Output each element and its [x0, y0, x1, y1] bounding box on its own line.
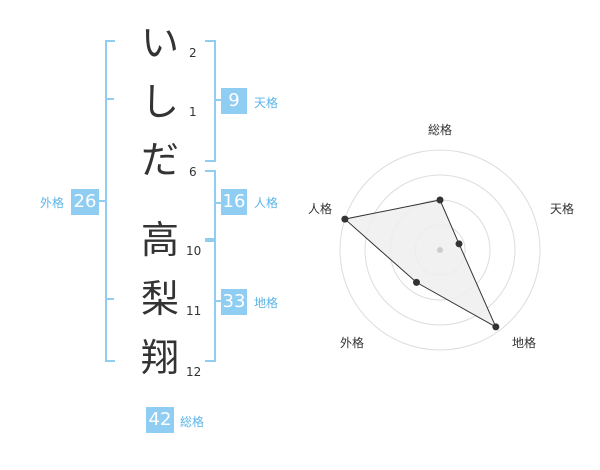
- chikaku-bracket-tick: [214, 300, 222, 302]
- radar-center-dot: [437, 247, 443, 253]
- stroke-count-3: 6: [189, 165, 197, 179]
- radar-dots: [341, 196, 500, 331]
- gaikaku-badge: 26: [71, 189, 99, 215]
- tenkaku-bracket: [205, 40, 216, 162]
- name-char-3: だ: [140, 138, 179, 182]
- radar-point-chikaku: [492, 323, 500, 331]
- stroke-count-2: 1: [189, 105, 197, 119]
- radar-point-gaikaku: [412, 278, 420, 286]
- stroke-count-6: 12: [186, 365, 202, 379]
- tenkaku-label: 天格: [254, 96, 279, 110]
- radar-axis-label-jinkaku: 人格: [308, 201, 332, 216]
- surname-mid-tick: [106, 298, 114, 300]
- surname-end-tick: [106, 98, 114, 100]
- radar-axis-label-tenkaku: 天格: [550, 201, 574, 216]
- stroke-count-1: 2: [189, 46, 197, 60]
- jinkaku-label: 人格: [254, 196, 279, 210]
- soukaku-label: 総格: [180, 415, 205, 429]
- tenkaku-bracket-tick: [214, 99, 222, 101]
- jinkaku-bracket: [205, 170, 216, 240]
- radar-axis-label-gaikaku: 外格: [340, 335, 364, 350]
- radar-point-tenkaku: [455, 240, 463, 248]
- radar-axis-label-chikaku: 地格: [512, 335, 536, 350]
- stroke-count-4: 10: [186, 244, 202, 258]
- radar-point-jinkaku: [341, 215, 349, 223]
- radar-area: [343, 199, 497, 329]
- gaikaku-label: 外格: [40, 196, 65, 210]
- name-char-4: 高: [140, 218, 179, 262]
- radar-point-soukaku: [436, 196, 444, 204]
- stroke-count-5: 11: [186, 304, 202, 318]
- radar-ring-4: [339, 149, 541, 351]
- chikaku-badge: 33: [221, 289, 247, 315]
- jinkaku-badge: 16: [221, 189, 247, 215]
- gaikaku-bracket: [105, 40, 115, 362]
- name-char-6: 翔: [140, 336, 179, 380]
- radar-ring-3: [364, 174, 516, 326]
- chikaku-label: 地格: [254, 296, 279, 310]
- soukaku-badge: 42: [146, 407, 174, 433]
- name-char-2: し: [140, 80, 179, 124]
- jinkaku-bracket-tick: [214, 202, 222, 204]
- name-char-5: 梨: [140, 277, 179, 321]
- tenkaku-badge: 9: [221, 88, 247, 114]
- radar-axis-label-soukaku: 総格: [428, 122, 452, 137]
- gaikaku-bracket-tick: [98, 200, 106, 202]
- name-char-1: い: [140, 21, 179, 65]
